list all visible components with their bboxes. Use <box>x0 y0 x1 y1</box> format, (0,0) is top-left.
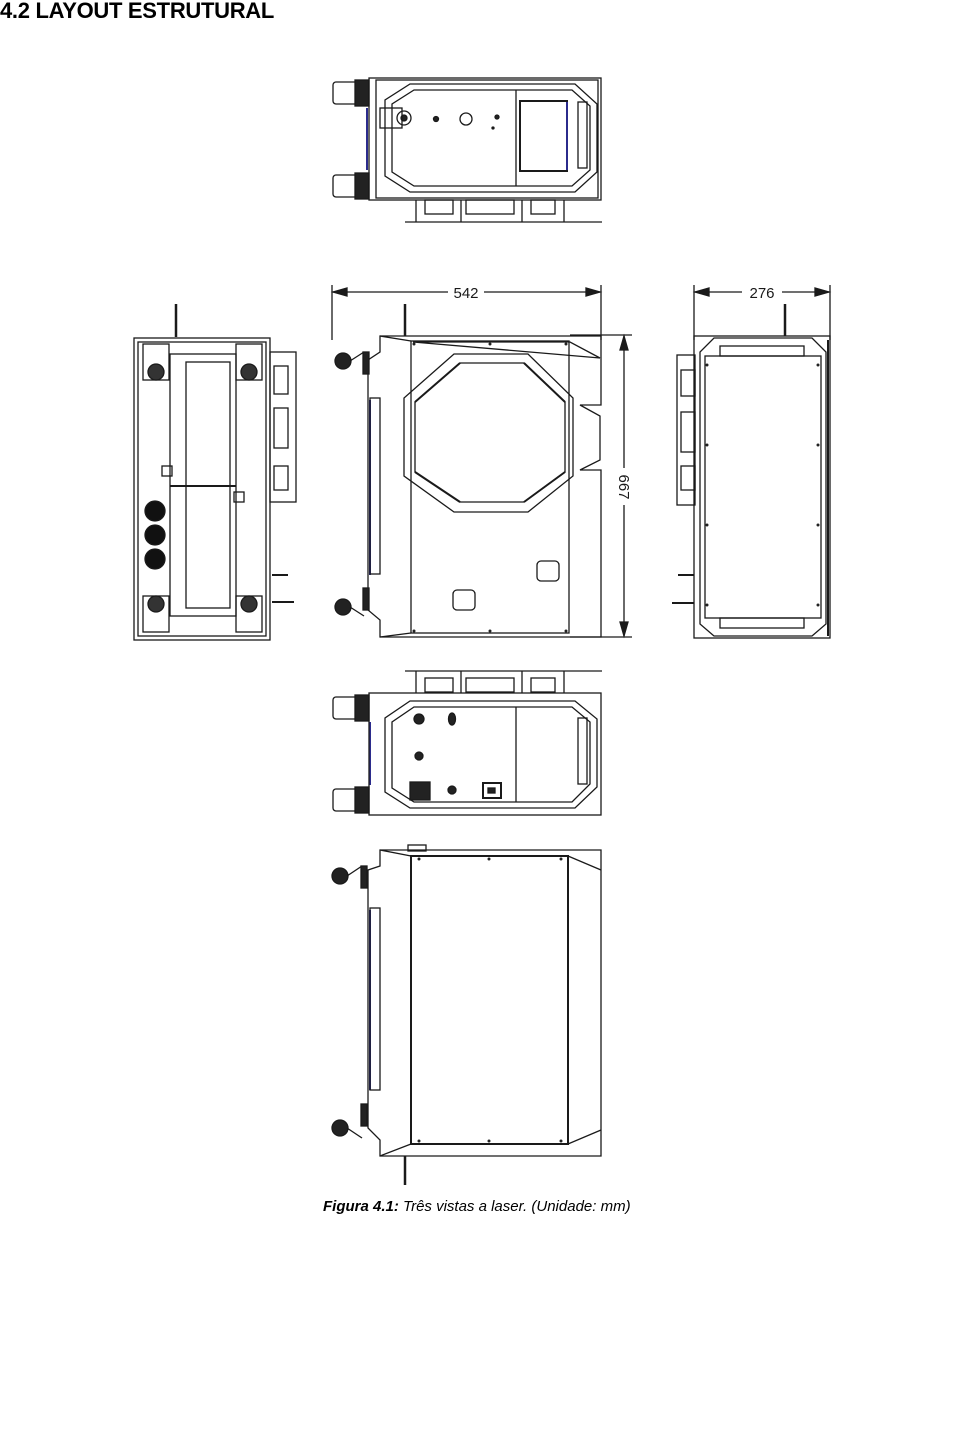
figure-caption-text: Três vistas a laser. (Unidade: mm) <box>398 1198 631 1215</box>
bottom-view <box>332 670 602 816</box>
section-title: 4.2 LAYOUT ESTRUTURAL <box>0 0 275 23</box>
right-side-view <box>672 304 831 639</box>
figure-label: Figura 4.1: <box>323 1198 399 1215</box>
dimension-width-label: 542 <box>453 285 478 302</box>
left-side-view <box>133 304 297 641</box>
dimension-height <box>570 333 632 639</box>
dimension-height-label: 667 <box>615 474 632 499</box>
rear-view <box>331 844 602 1185</box>
front-view <box>334 304 602 638</box>
top-view <box>332 77 602 223</box>
dimension-width <box>330 285 603 340</box>
dimension-depth <box>692 285 832 340</box>
dimension-depth-label: 276 <box>749 285 774 302</box>
figure-caption: Figura 4.1: Três vistas a laser. (Unidad… <box>323 1198 631 1215</box>
